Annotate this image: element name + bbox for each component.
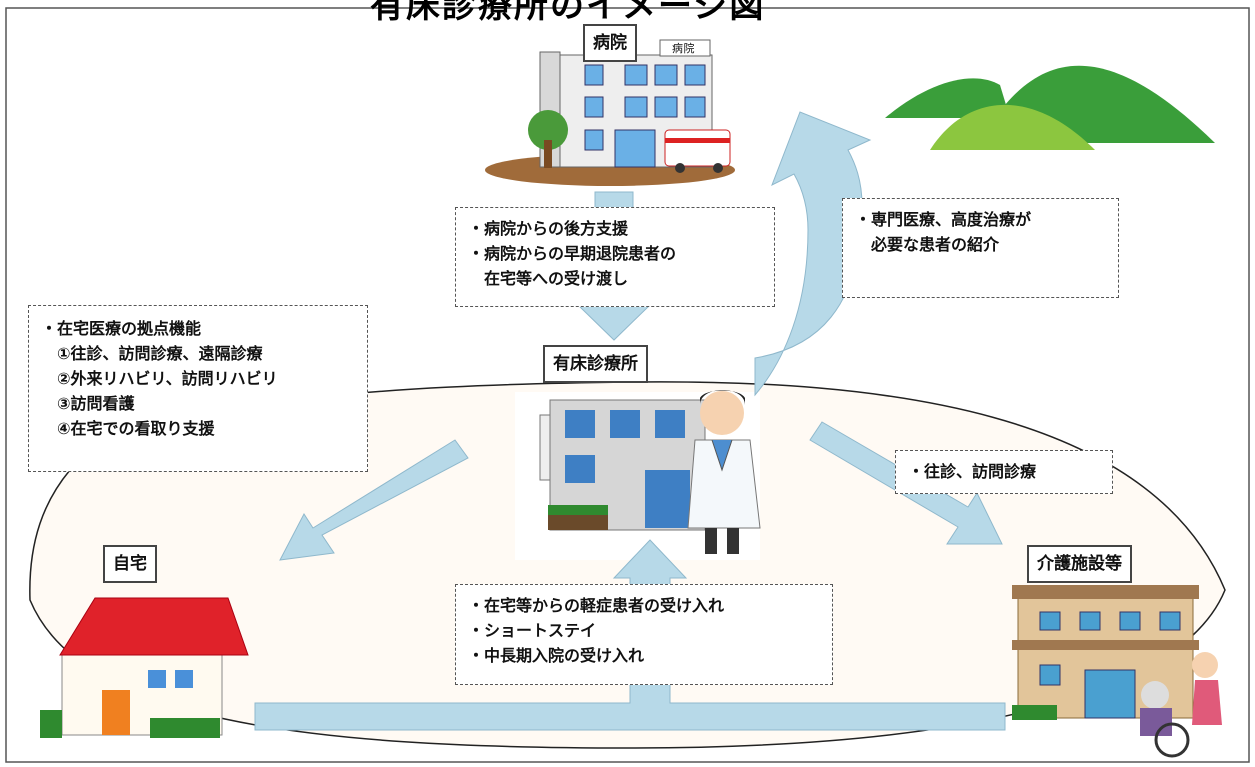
note-line: ④在宅での看取り支援 (41, 419, 215, 438)
note-line: 必要な患者の紹介 (855, 235, 1000, 254)
diagram-title: 有床診療所のイメージ図 (370, 0, 766, 26)
note-line: ③訪問看護 (41, 394, 135, 413)
clinic-label: 有床診療所 (543, 345, 648, 383)
note-line: ・往診、訪問診療 (908, 462, 1037, 481)
note-acceptance: ・在宅等からの軽症患者の受け入れ ・ショートステイ ・中長期入院の受け入れ (455, 584, 833, 685)
care-facility-illustration (1012, 585, 1222, 758)
mountains-illustration (885, 65, 1215, 150)
note-line: ・病院からの早期退院患者の (468, 244, 677, 263)
frame-border (5, 7, 1250, 763)
note-line: ・専門医療、高度治療が (855, 210, 1032, 229)
note-home-care-functions: ・在宅医療の拠点機能 ①往診、訪問診療、遠隔診療 ②外来リハビリ、訪問リハビリ … (28, 305, 368, 472)
arrow-clinic-to-home (279, 439, 469, 561)
note-house-call: ・往診、訪問診療 (895, 450, 1113, 494)
note-line: ・中長期入院の受け入れ (468, 646, 645, 665)
note-line: ②外来リハビリ、訪問リハビリ (41, 369, 278, 388)
note-referral: ・専門医療、高度治療が 必要な患者の紹介 (842, 198, 1119, 298)
clinic-illustration (515, 392, 760, 560)
note-line: 在宅等への受け渡し (468, 269, 629, 288)
home-label: 自宅 (103, 545, 157, 583)
note-line: ・在宅等からの軽症患者の受け入れ (468, 596, 725, 615)
care-facility-label: 介護施設等 (1027, 545, 1132, 583)
doctor-illustration (687, 390, 761, 554)
hospital-sign: 病院 (672, 42, 695, 55)
note-line: ・病院からの後方支援 (468, 219, 629, 238)
note-hospital-support: ・病院からの後方支援 ・病院からの早期退院患者の 在宅等への受け渡し (455, 207, 775, 307)
note-line: ①往診、訪問診療、遠隔診療 (41, 344, 263, 363)
note-line: ・ショートステイ (468, 621, 597, 640)
home-illustration (40, 597, 249, 738)
note-line: ・在宅医療の拠点機能 (41, 319, 202, 338)
hospital-illustration (485, 39, 735, 186)
arrow-clinic-to-hospital (754, 111, 872, 397)
hospital-label: 病院 (583, 24, 637, 62)
